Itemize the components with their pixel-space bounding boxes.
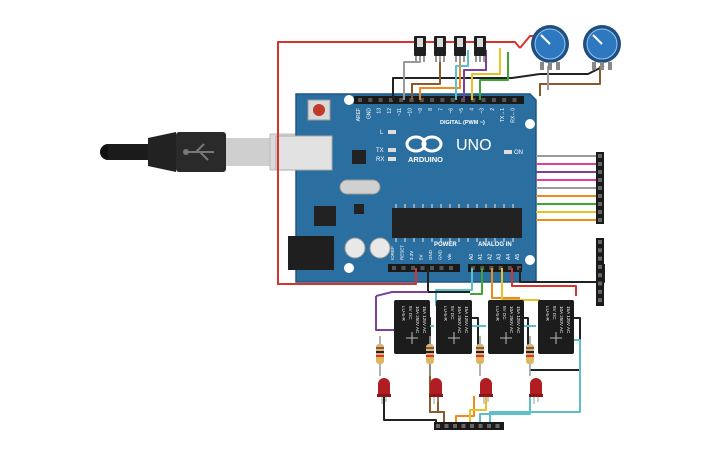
digital-pin-label: ~11 (397, 108, 403, 116)
digital-pin-label: ~6 (449, 108, 455, 114)
digital-pin-label: ~9 (418, 108, 424, 114)
relay-label: 10A 250V AC (415, 306, 420, 334)
digital-pin-label: 7 (438, 108, 444, 111)
resistor (426, 336, 434, 376)
analog-pin-label: A0 (469, 254, 475, 260)
digital-pin-label: ~10 (408, 108, 414, 117)
digital-pin-label: 8 (428, 108, 434, 111)
analog-pin-label: A5 (515, 254, 521, 260)
relay-label: 10A 250V AC (457, 306, 462, 334)
resistor (526, 336, 534, 376)
digital-pin-label: ~5 (459, 108, 465, 114)
resistors (376, 336, 534, 376)
relay-label: 15A 125V AC (516, 306, 521, 334)
relay-label: 15A 125V AC (422, 306, 427, 334)
potentiometer[interactable] (583, 25, 621, 70)
pin-header-right-bottom (596, 238, 604, 306)
digital-pin-label: TX→1 (500, 108, 506, 122)
digital-pin-label: GND (366, 108, 372, 120)
pin-header-bottom (434, 422, 504, 430)
relay-label: 5V DC (552, 306, 557, 320)
on-label: ON (514, 150, 523, 156)
resistor (476, 336, 484, 376)
usb-port (275, 135, 333, 171)
capacitor (344, 237, 366, 259)
digital-pin-label: 4 (469, 108, 475, 111)
slide-switch[interactable] (474, 36, 486, 62)
relay-label: 15A 125V AC (464, 306, 469, 334)
microcontroller-chip (392, 208, 522, 238)
analog-section-label: ANALOG IN (478, 242, 512, 248)
digital-header (354, 96, 524, 104)
potentiometer[interactable] (531, 25, 569, 70)
analog-header (468, 264, 522, 272)
power-section-label: POWER (434, 242, 457, 248)
digital-section-label: DIGITAL (PWM ~) (440, 120, 485, 126)
power-pin-label: IOREF (390, 246, 395, 260)
power-pin-label: Vin (447, 253, 452, 260)
model-label: UNO (456, 137, 492, 154)
power-pin-label: 5V (419, 254, 424, 260)
analog-pin-label: A3 (497, 254, 503, 260)
relay-label: LU-5-R (495, 306, 500, 321)
led-label-rx: RX (376, 157, 384, 163)
crystal (339, 179, 381, 195)
digital-pin-label: 2 (490, 108, 496, 111)
capacitor (369, 237, 391, 259)
relay-label: 10A 250V AC (559, 306, 564, 334)
digital-pin-label: 12 (387, 108, 393, 114)
digital-pin-label: 13 (377, 108, 383, 114)
power-pin-label: GND (438, 249, 443, 260)
led (377, 378, 391, 404)
relay-label: 5V DC (502, 306, 507, 320)
led (429, 378, 443, 404)
digital-pin-label: ~3 (480, 108, 486, 114)
status-leds: L TX RX ON (376, 130, 523, 163)
reset-button[interactable] (307, 99, 331, 121)
analog-pin-label: A4 (506, 254, 512, 260)
relay-label: LU-5-R (401, 306, 406, 321)
digital-pin-label: RX←0 (511, 108, 517, 123)
potentiometers (531, 25, 621, 70)
led-label-tx: TX (376, 148, 384, 154)
led-label-l: L (380, 130, 384, 136)
power-pin-label: RESET (400, 245, 405, 260)
relay-label: 5V DC (450, 306, 455, 320)
pin-header-right-top (596, 152, 604, 224)
arduino-uno-board: L TX RX ON ARDUINO UNO AREF GND 13 12 ~11 ~10… (275, 93, 537, 283)
relay-label: 10A 250V AC (509, 306, 514, 334)
power-pin-label: 3.3V (409, 251, 414, 260)
relay-label: LU-5-R (545, 306, 550, 321)
led (529, 378, 543, 404)
relay-label: LU-5-R (443, 306, 448, 321)
arduino-logo: ARDUINO UNO (405, 135, 492, 164)
power-pin-label: GND (428, 249, 433, 260)
relay-label: 15A 125V AC (566, 306, 571, 334)
slide-switch[interactable] (414, 36, 426, 62)
usb-icon (183, 143, 214, 161)
slide-switch[interactable] (434, 36, 446, 62)
digital-pin-label: AREF (356, 108, 362, 121)
power-jack (288, 236, 334, 270)
led (479, 378, 493, 404)
relay-label: 5V DC (408, 306, 413, 320)
leds (377, 378, 543, 404)
slide-switches (414, 36, 486, 62)
slide-switch[interactable] (454, 36, 466, 62)
wires (277, 35, 605, 424)
brand-label: ARDUINO (408, 155, 443, 164)
regulator (314, 206, 336, 226)
resistor (376, 336, 384, 376)
analog-pin-label: A1 (478, 254, 484, 260)
analog-pin-label: A2 (487, 254, 493, 260)
